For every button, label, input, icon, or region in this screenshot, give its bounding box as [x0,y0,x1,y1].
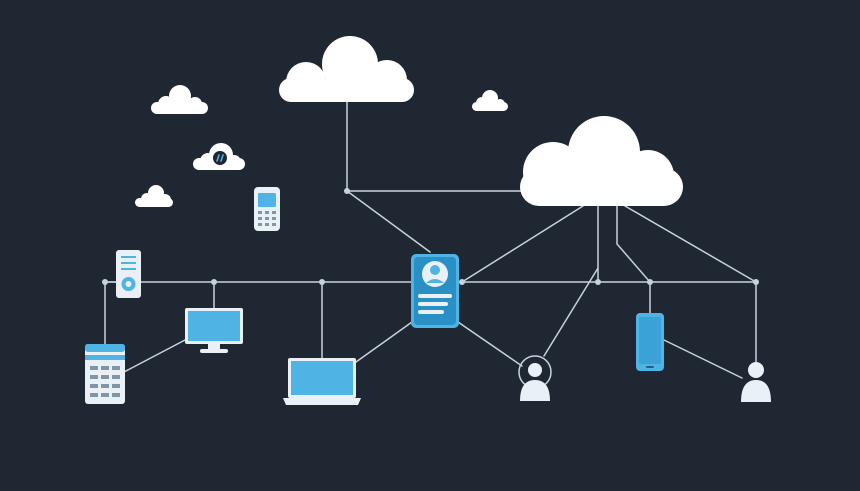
small-cloud-2 [472,90,508,111]
junction-dot [647,279,653,285]
tablet [636,313,664,371]
junction-dot [595,279,601,285]
junction-dot [459,279,465,285]
cloud-icon [279,36,414,102]
cloud-badge [193,143,245,170]
link-tablet-to-user-2 [663,339,743,379]
server-icon [85,344,125,404]
user-2 [741,362,771,402]
link-hub-to-user-1 [457,321,523,367]
phone-icon [254,187,280,231]
laptop-icon [283,358,361,405]
tablet-icon [636,313,664,371]
junction-dot [211,279,217,285]
junction-dot [102,279,108,285]
link-large-cloud-to-tablet [616,205,651,314]
router-icon [116,250,141,298]
small-cloud-1 [151,85,208,114]
server-rack [85,344,125,404]
cloud-icon [472,90,508,111]
junction-dot [319,279,325,285]
router [116,250,141,298]
junction-dot [344,188,350,194]
link-main-cloud-to-hub [346,101,431,253]
junction-dot [753,279,759,285]
cloud-badge-icon [193,143,245,170]
link-large-cloud-to-user-1 [543,267,599,357]
user-profile-card [411,254,459,328]
user-icon [518,355,552,401]
cloud-icon [151,85,208,114]
cloud-icon [520,116,683,206]
monitor [185,308,243,353]
link-large-cloud-to-hub [461,205,584,283]
junction-dots [102,188,759,285]
small-cloud-3 [135,185,173,207]
large-cloud [520,116,683,206]
laptop [283,358,361,405]
user-card-icon [411,254,459,328]
link-server-to-monitor [123,339,186,373]
phone [254,187,280,231]
user-icon [741,362,771,402]
cloud-icon [135,185,173,207]
link-laptop-to-hub [355,321,413,363]
monitor-icon [185,308,243,353]
main-cloud [279,36,414,102]
user-1 [518,355,552,401]
